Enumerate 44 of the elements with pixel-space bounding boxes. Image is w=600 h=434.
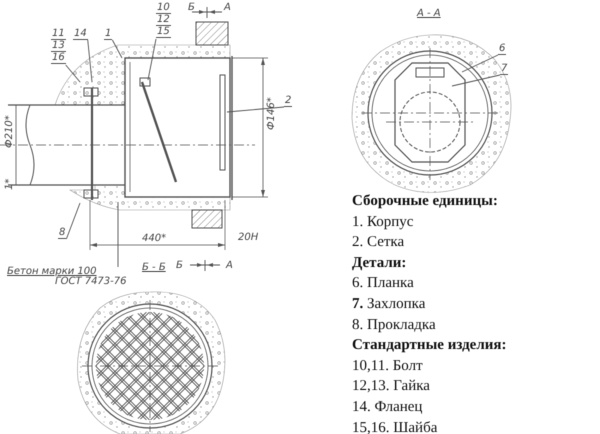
callout-number: 10 xyxy=(156,3,171,14)
dimension-label: 440* xyxy=(142,233,166,244)
list-item: 8. Прокладка xyxy=(352,316,436,334)
leader-line xyxy=(65,64,80,82)
callout-number: 11 xyxy=(51,29,66,40)
dimension-label: Ф210* xyxy=(4,115,15,148)
list-heading: Сборочные единицы: xyxy=(352,193,498,210)
leader-line xyxy=(66,202,80,240)
dimension-label: 20Н xyxy=(238,232,258,243)
list-item: 7. Захлопка xyxy=(352,296,426,313)
section-letter: Б xyxy=(188,2,195,13)
section-title: А - А xyxy=(417,8,441,19)
leader-line xyxy=(226,106,284,112)
callout-number: 6 xyxy=(498,44,506,55)
leader-line xyxy=(452,74,500,86)
callout-number: 1 xyxy=(104,29,112,40)
callout-number: 7 xyxy=(500,64,508,75)
list-item: 12,13. Гайка xyxy=(352,378,430,396)
callout-number: 14 xyxy=(73,29,88,40)
list-item: 10,11. Болт xyxy=(352,358,423,375)
list-item: 15,16. Шайба xyxy=(352,420,438,434)
list-heading: Стандартные изделия: xyxy=(352,337,507,354)
section-letter: Б xyxy=(176,260,183,271)
callout-number: 16 xyxy=(51,53,66,64)
leader-line xyxy=(87,40,92,82)
list-heading: Детали: xyxy=(352,254,406,272)
dimension-label: 1* xyxy=(4,178,15,190)
dimension-label: Ф146* xyxy=(266,97,277,130)
leader-line xyxy=(112,40,122,58)
list-item: 14. Фланец xyxy=(352,399,422,416)
callout-number: 13 xyxy=(51,41,66,52)
callout-number: 2 xyxy=(284,96,292,107)
standard-note: ГОСТ 7473-76 xyxy=(55,277,128,287)
callout-number: 15 xyxy=(156,27,171,38)
list-item: 6. Планка xyxy=(352,275,414,292)
section-title: Б - Б xyxy=(142,262,166,273)
callout-number: 12 xyxy=(156,15,171,26)
leader-line xyxy=(462,54,498,72)
material-note: Бетон марки 100 xyxy=(6,267,96,277)
list-item: 1. Корпус xyxy=(352,214,414,231)
section-letter: А xyxy=(224,2,231,13)
section-letter: А xyxy=(226,260,233,271)
list-item: 2. Сетка xyxy=(352,234,404,252)
callout-number: 8 xyxy=(58,228,66,239)
